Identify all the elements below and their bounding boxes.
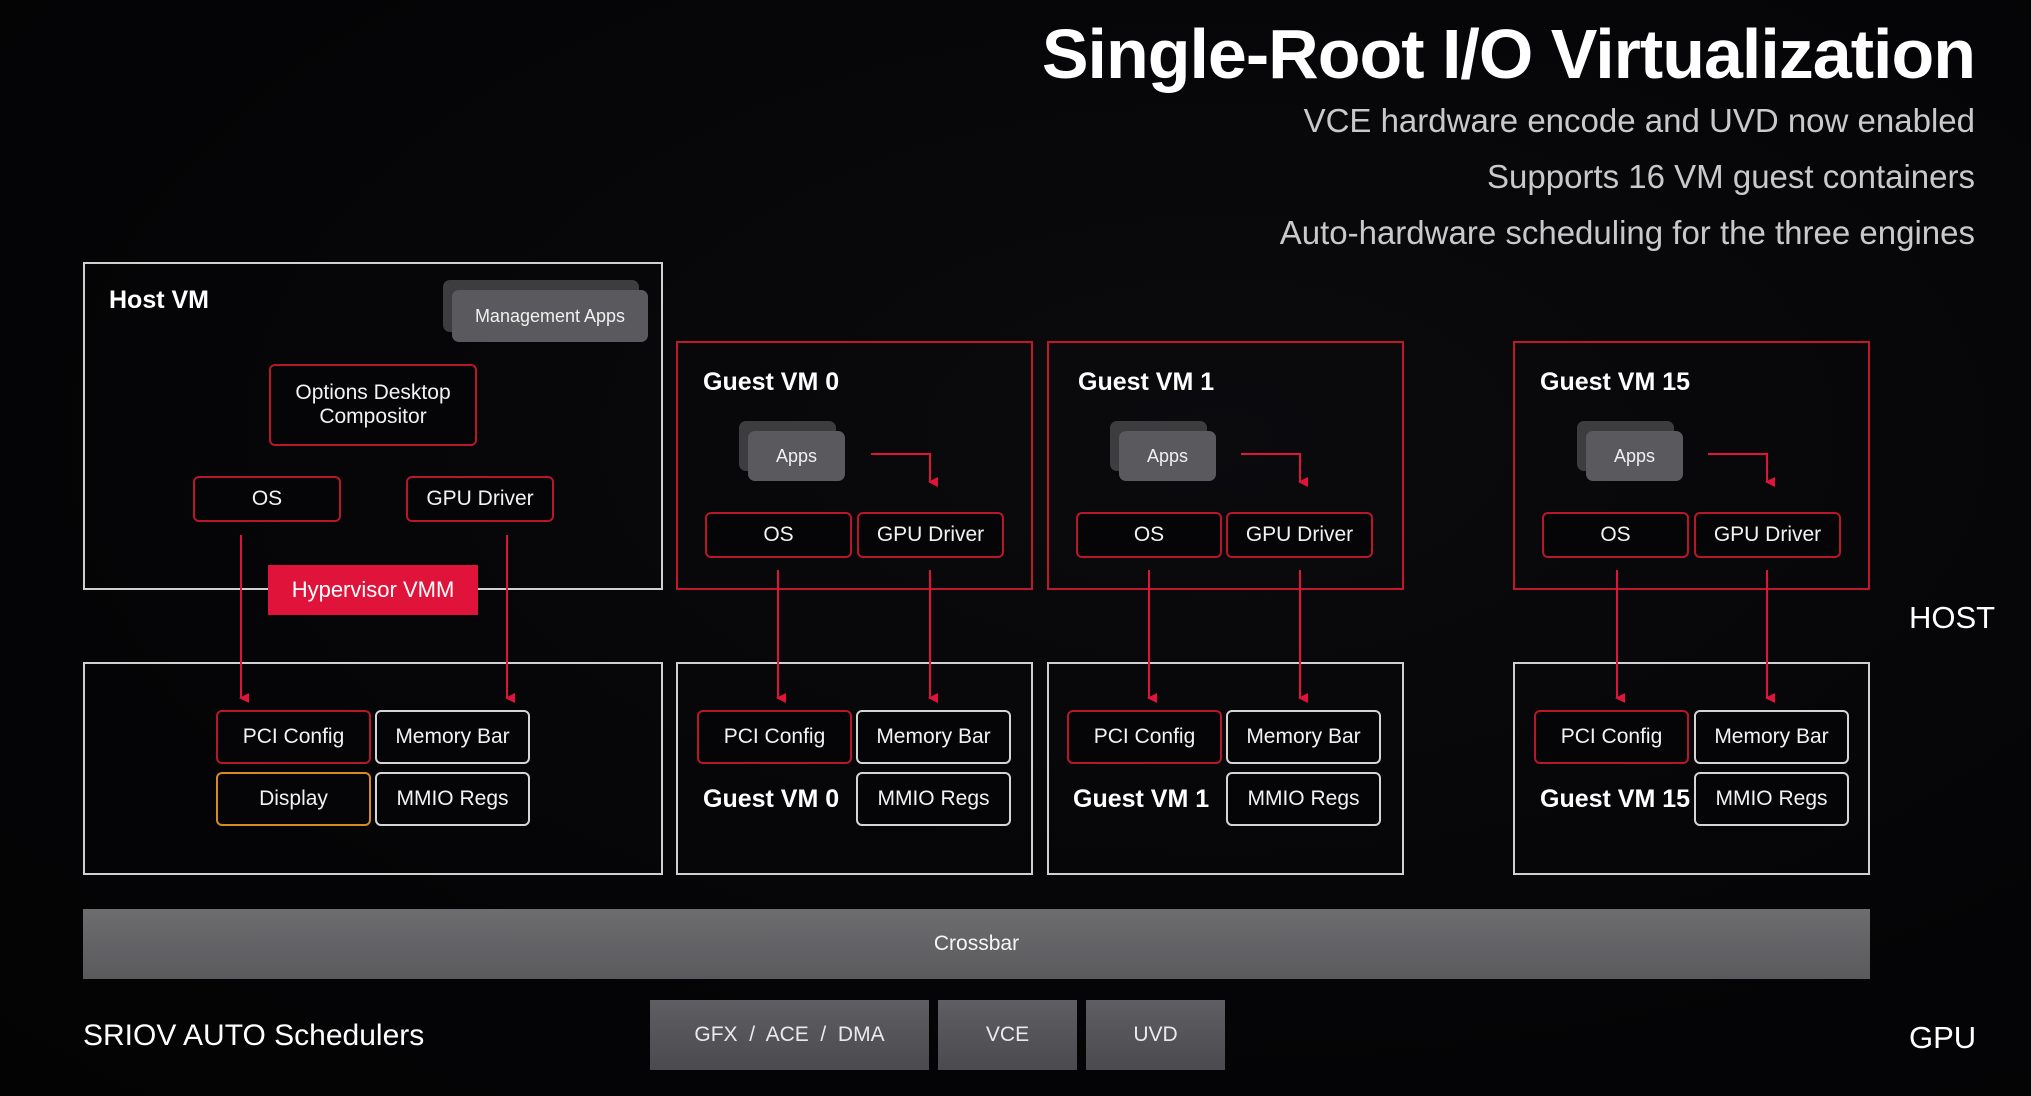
- compositor-box: Options Desktop Compositor: [269, 364, 477, 446]
- guest-vm-1-mmio-regs-box: MMIO Regs: [1226, 772, 1381, 826]
- management-apps-label: Management Apps: [452, 290, 648, 342]
- guest-vm-15-gpu-frame: [1513, 662, 1870, 875]
- crossbar-bar: Crossbar: [83, 909, 1870, 979]
- subtitle-2: Supports 16 VM guest containers: [1487, 158, 1975, 195]
- guest-vm-15-frame: [1513, 341, 1870, 590]
- guest-vm-0-apps-label: Apps: [748, 431, 845, 481]
- subtitle-1: VCE hardware encode and UVD now enabled: [1303, 102, 1975, 139]
- guest-vm-15-label: Guest VM 15: [1540, 368, 1691, 396]
- host-gpu-frame: [83, 662, 663, 875]
- guest-vm-1-apps-label: Apps: [1119, 431, 1216, 481]
- guest-vm-0-label: Guest VM 0: [703, 368, 840, 396]
- host-gpu-driver-box: GPU Driver: [406, 476, 554, 522]
- management-apps-stack: Management Apps: [443, 280, 649, 342]
- schedulers-label: SRIOV AUTO Schedulers: [83, 1019, 425, 1052]
- guest-vm-0-mmio-regs-box: MMIO Regs: [856, 772, 1011, 826]
- guest-vm-0-apps-stack: Apps: [739, 421, 846, 481]
- guest-vm-1-os-box: OS: [1076, 512, 1222, 558]
- guest-vm-15-apps-label: Apps: [1586, 431, 1683, 481]
- host-memory-bar-box: Memory Bar: [375, 710, 530, 764]
- guest-vm-1-label: Guest VM 1: [1078, 368, 1215, 396]
- host-pci-config-box: PCI Config: [216, 710, 371, 764]
- guest-vm-1-partition-label: Guest VM 1: [1073, 785, 1210, 813]
- guest-vm-15-pci-config-box: PCI Config: [1534, 710, 1689, 764]
- guest-vm-0-gpu-frame: [676, 662, 1033, 875]
- guest-vm-15-partition-label: Guest VM 15: [1540, 785, 1691, 813]
- guest-vm-1-gpu-driver-box: GPU Driver: [1226, 512, 1373, 558]
- guest-vm-0-partition-label: Guest VM 0: [703, 785, 840, 813]
- page-title: Single-Root I/O Virtualization: [1041, 15, 1976, 93]
- guest-vm-1-gpu-frame: [1047, 662, 1404, 875]
- guest-vm-15-mmio-regs-box: MMIO Regs: [1694, 772, 1849, 826]
- guest-vm-1-apps-stack: Apps: [1110, 421, 1217, 481]
- host-side-label: HOST: [1909, 600, 1996, 635]
- subtitle-3: Auto-hardware scheduling for the three e…: [1279, 214, 1975, 251]
- host-display-box: Display: [216, 772, 371, 826]
- host-vm-label: Host VM: [109, 286, 209, 314]
- scheduler-uvd: UVD: [1086, 1000, 1225, 1070]
- host-os-box: OS: [193, 476, 341, 522]
- guest-vm-15-apps-stack: Apps: [1577, 421, 1684, 481]
- host-mmio-regs-box: MMIO Regs: [375, 772, 530, 826]
- guest-vm-15-gpu-driver-box: GPU Driver: [1694, 512, 1841, 558]
- scheduler-gfx-ace-dma: GFX / ACE / DMA: [650, 1000, 929, 1070]
- guest-vm-0-memory-bar-box: Memory Bar: [856, 710, 1011, 764]
- guest-vm-1-pci-config-box: PCI Config: [1067, 710, 1222, 764]
- guest-vm-15-memory-bar-box: Memory Bar: [1694, 710, 1849, 764]
- guest-vm-15-os-box: OS: [1542, 512, 1689, 558]
- guest-vm-1-frame: [1047, 341, 1404, 590]
- guest-vm-0-gpu-driver-box: GPU Driver: [857, 512, 1004, 558]
- guest-vm-0-pci-config-box: PCI Config: [697, 710, 852, 764]
- scheduler-vce: VCE: [938, 1000, 1077, 1070]
- gpu-side-label: GPU: [1909, 1020, 1977, 1055]
- guest-vm-0-frame: [676, 341, 1033, 590]
- guest-vm-0-os-box: OS: [705, 512, 852, 558]
- guest-vm-1-memory-bar-box: Memory Bar: [1226, 710, 1381, 764]
- hypervisor-vmm-box: Hypervisor VMM: [268, 565, 478, 615]
